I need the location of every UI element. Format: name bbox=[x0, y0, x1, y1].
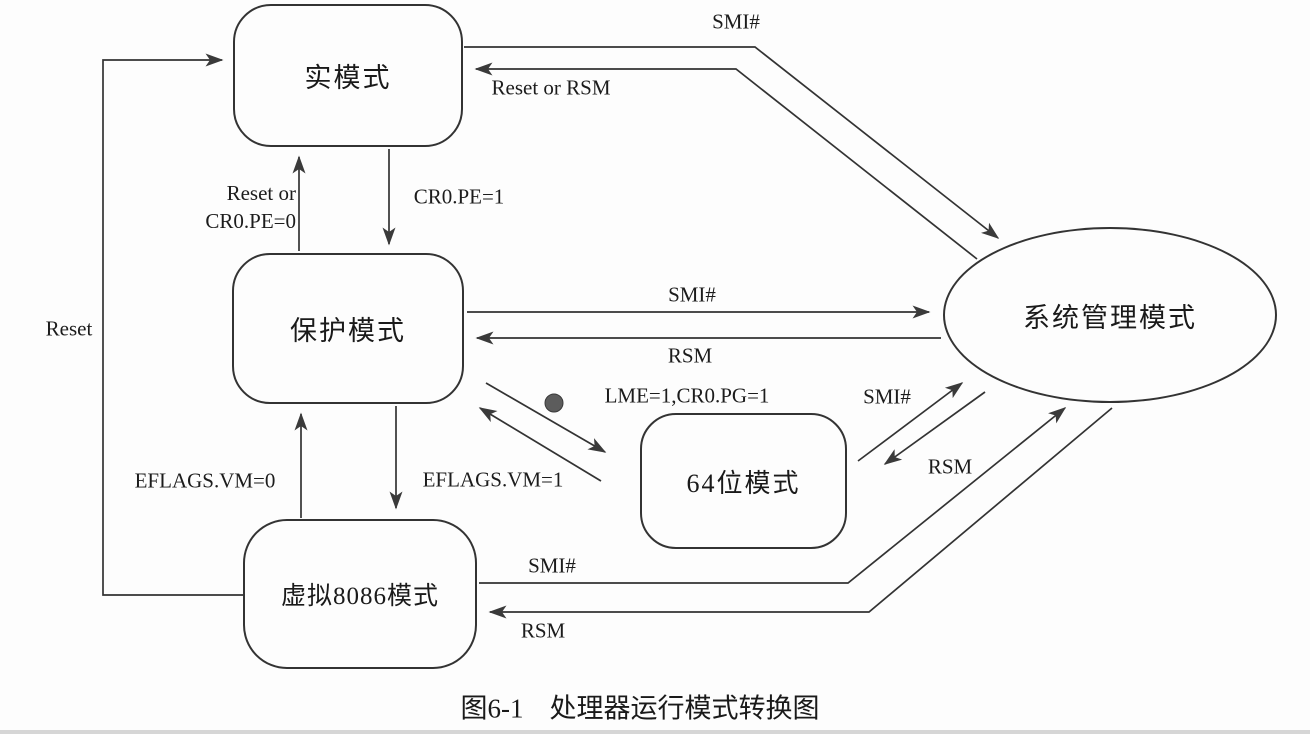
label-smi-protected-to-smm: SMI# bbox=[668, 282, 716, 307]
label-eflags-vm1-protected-to-v86: EFLAGS.VM=1 bbox=[422, 467, 564, 492]
node-real-mode: 实模式 bbox=[233, 4, 463, 147]
label-reset-or-line: Reset or bbox=[226, 181, 296, 205]
label-eflags-vm0-v86-to-protected: EFLAGS.VM=0 bbox=[134, 468, 276, 493]
label-lme-protected-to-64: LME=1,CR0.PG=1 bbox=[604, 383, 770, 408]
label-rsm-smm-to-protected: RSM bbox=[667, 343, 713, 368]
figure-caption-number: 图6-1 bbox=[460, 693, 524, 724]
label-rsm-smm-to-64: RSM bbox=[927, 454, 973, 479]
node-system-management-mode-label: 系统管理模式 bbox=[1023, 302, 1197, 333]
label-smi-64-to-smm: SMI# bbox=[863, 384, 911, 409]
page-edge-shadow bbox=[0, 730, 1310, 734]
node-system-management-mode: 系统管理模式 bbox=[943, 227, 1277, 403]
label-smi-real-to-smm: SMI# bbox=[712, 9, 760, 34]
edge-64-to-smm-smi bbox=[857, 382, 964, 462]
edge-real-to-smm-smi bbox=[464, 46, 1000, 239]
edge-v86-to-smm-smi bbox=[479, 407, 1067, 584]
edge-smm-to-64-rsm bbox=[883, 391, 986, 465]
figure-caption: 图6-1 处理器运行模式转换图 bbox=[461, 687, 820, 726]
label-reset-or-rsm-smm-to-real: Reset or RSM bbox=[491, 75, 611, 100]
node-64bit-mode-label: 64位模式 bbox=[686, 468, 801, 498]
ink-dot bbox=[544, 393, 564, 413]
node-virtual-8086-mode: 虚拟8086模式 bbox=[243, 519, 477, 669]
label-reset-or-cr0pe0-protected-to-real: Reset or CR0.PE=0 bbox=[146, 179, 296, 235]
node-64bit-mode: 64位模式 bbox=[640, 413, 847, 549]
label-reset-v86-to-real: Reset bbox=[45, 316, 93, 341]
edge-smm-to-real-reset-rsm bbox=[474, 62, 978, 260]
figure-caption-title: 处理器运行模式转换图 bbox=[549, 693, 820, 724]
edge-v86-to-real-reset bbox=[102, 53, 244, 596]
label-smi-v86-to-smm: SMI# bbox=[528, 553, 576, 578]
label-rsm-smm-to-v86: RSM bbox=[520, 618, 566, 643]
edge-64-to-protected bbox=[478, 407, 602, 482]
label-cr0pe0-line: CR0.PE=0 bbox=[205, 209, 296, 233]
node-protected-mode-label: 保护模式 bbox=[290, 316, 406, 346]
node-virtual-8086-mode-label: 虚拟8086模式 bbox=[280, 583, 439, 610]
node-real-mode-label: 实模式 bbox=[304, 63, 392, 93]
edge-protected-to-64-lme bbox=[485, 382, 607, 453]
node-protected-mode: 保护模式 bbox=[232, 253, 464, 404]
edge-smm-to-v86-rsm bbox=[488, 407, 1113, 619]
label-cr0pe1-real-to-protected: CR0.PE=1 bbox=[413, 184, 505, 209]
